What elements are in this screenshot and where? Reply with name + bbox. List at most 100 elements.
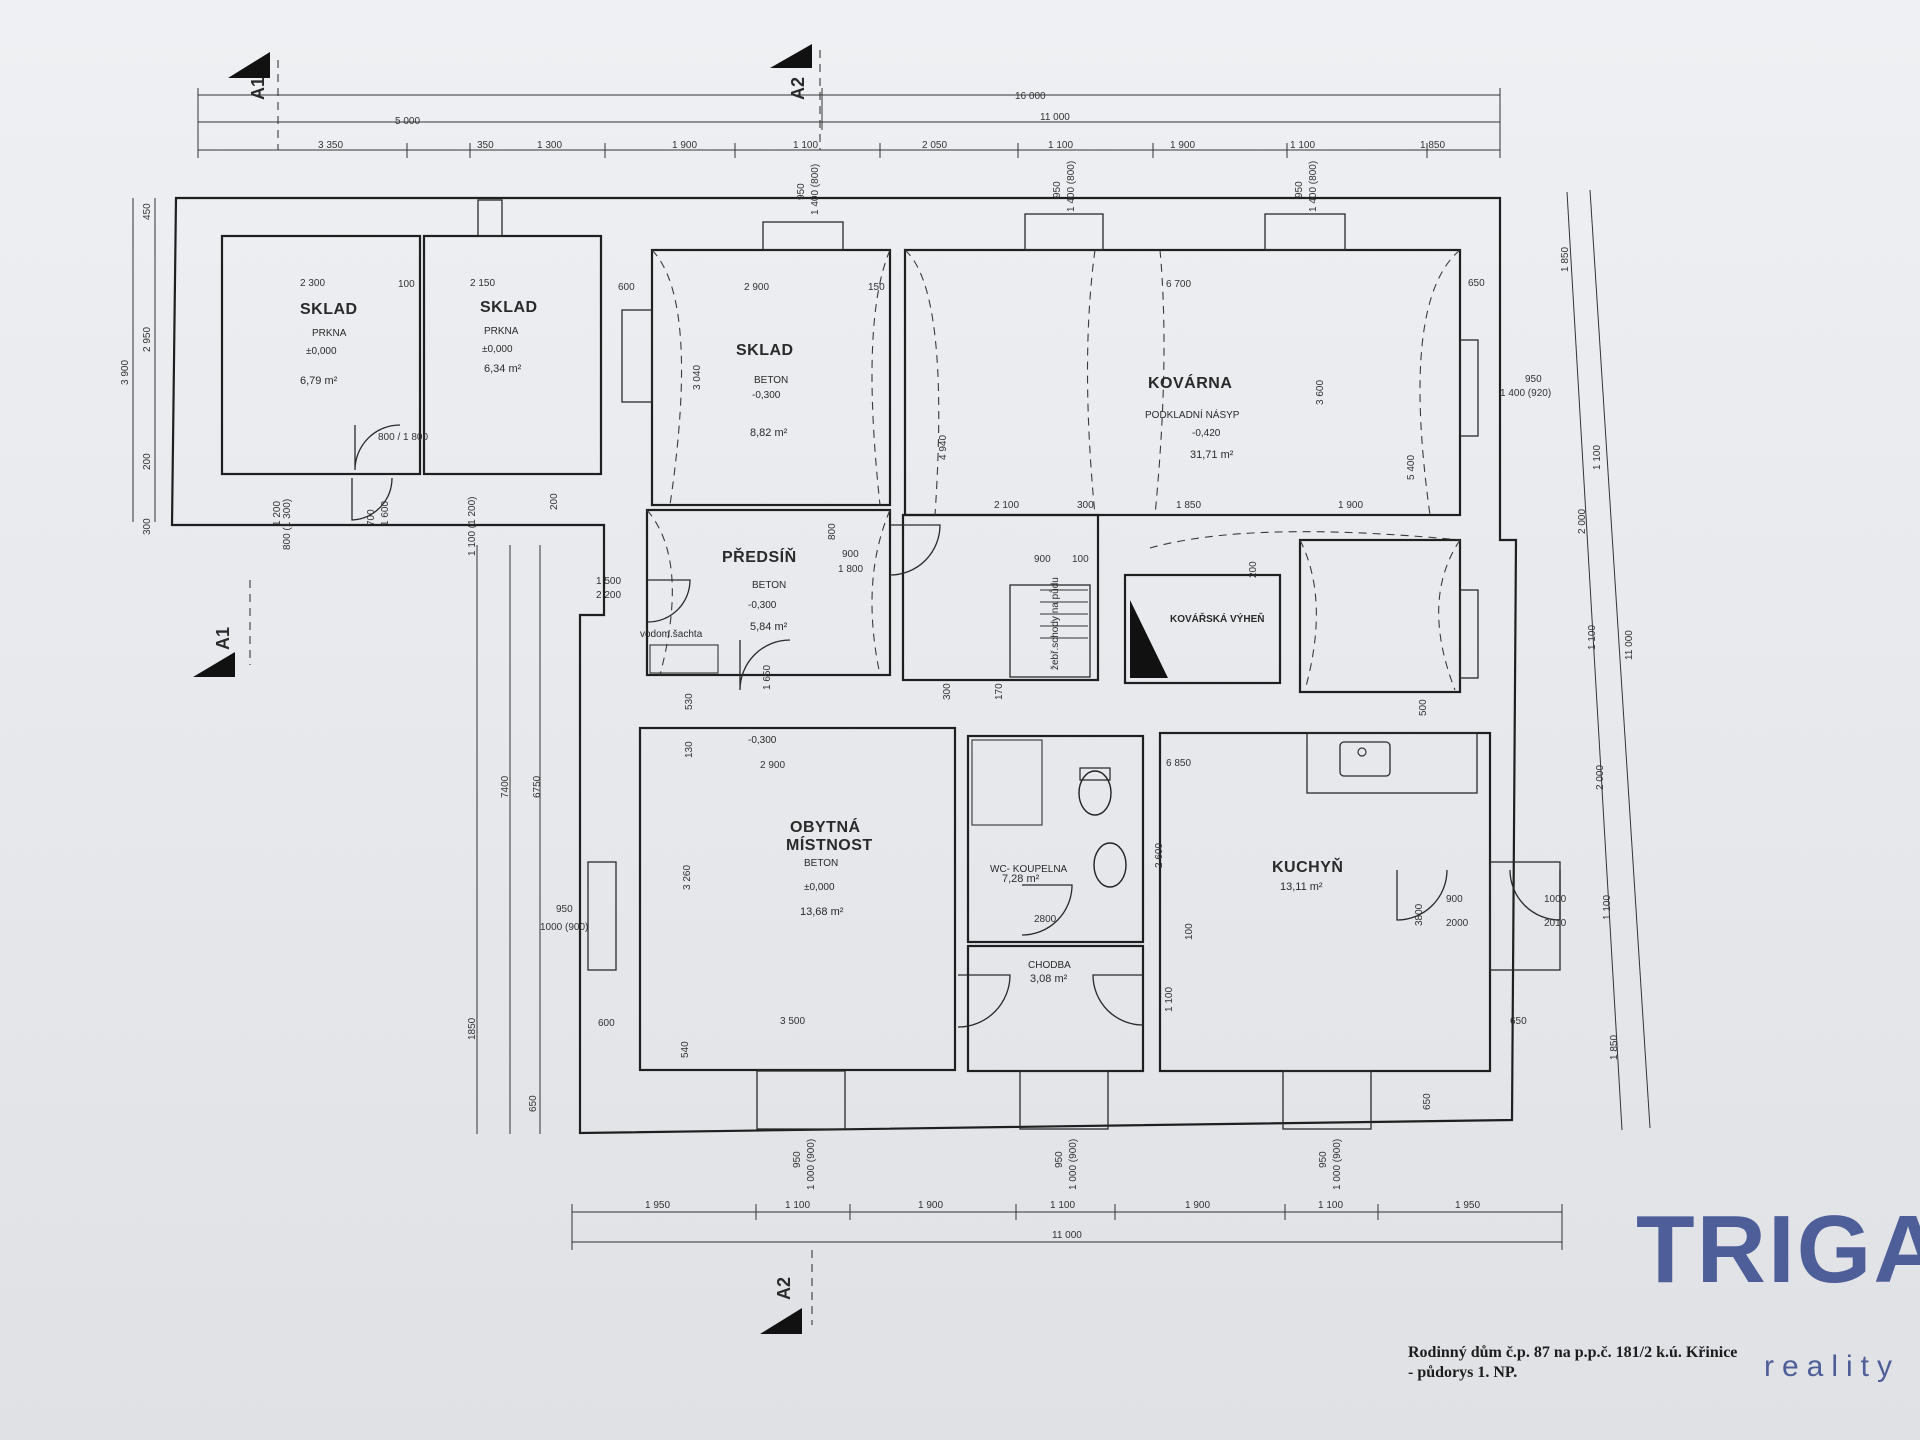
- svg-text:540: 540: [680, 1041, 691, 1058]
- room-sklad-2-level: ±0,000: [482, 344, 513, 355]
- svg-text:950: 950: [792, 1151, 803, 1168]
- dim-left-lower-1: 6750: [532, 775, 543, 798]
- svg-text:6 850: 6 850: [1166, 758, 1191, 769]
- walls: [170, 196, 1561, 1135]
- note-vodom-sachta: vodom.šachta: [640, 629, 703, 640]
- dim-left-chain-0: 450: [142, 203, 153, 220]
- svg-text:2 300: 2 300: [300, 278, 325, 289]
- dim-right-chain-0: 1 850: [1560, 247, 1571, 272]
- toilet-icon: [1078, 770, 1112, 816]
- room-obytna-name-2: MÍSTNOST: [786, 835, 873, 854]
- svg-text:950: 950: [1294, 181, 1305, 198]
- svg-text:1000: 1000: [1544, 894, 1567, 905]
- dim-left-lower-3: 650: [528, 1095, 539, 1112]
- room-sklad-2-area: 6,34 m²: [484, 363, 522, 375]
- room-sklad-3-level: -0,300: [752, 390, 781, 401]
- room-sklad-3-name: SKLAD: [736, 342, 794, 359]
- toilet-tank-icon: [1079, 767, 1111, 781]
- svg-text:1 100 (1 200): 1 100 (1 200): [467, 497, 478, 557]
- dim-left-chain-3: 300: [142, 518, 153, 535]
- right-dimensions: 1 850 1 100 2 000 1 100 2 000 1 100 1 85…: [1560, 189, 1651, 1131]
- triga-reality-logo: TRIGA reality: [1636, 1200, 1920, 1390]
- dim-top-chain-5: 2 050: [922, 140, 947, 151]
- water-shaft-icon: [649, 644, 719, 674]
- dim-top-chain-2: 1 300: [537, 140, 562, 151]
- room-sklad-1-level: ±0,000: [306, 346, 337, 357]
- caption-line-2: - půdorys 1. NP.: [1408, 1364, 1518, 1381]
- svg-text:1 200: 1 200: [272, 501, 283, 526]
- washbasin-icon: [1093, 842, 1127, 888]
- room-predsin-level: -0,300: [748, 600, 777, 611]
- shower-area-icon: [971, 739, 1043, 826]
- room-sklad-2-floor: PRKNA: [484, 326, 519, 337]
- dim-bottom-total: 11 000: [1052, 1230, 1082, 1241]
- svg-text:800 / 1 800: 800 / 1 800: [378, 432, 428, 443]
- svg-text:2 600: 2 600: [1154, 843, 1165, 868]
- room-obytna-name-1: OBYTNÁ: [790, 817, 861, 836]
- left-dimensions: 450 2 950 200 300 3 900 7400 6750 1850 6…: [120, 198, 543, 1134]
- svg-text:3 260: 3 260: [682, 865, 693, 890]
- note-stairs: žebř.schody na půdu: [1049, 577, 1061, 670]
- svg-text:950: 950: [1525, 374, 1542, 385]
- svg-text:1 400 (800): 1 400 (800): [1066, 161, 1077, 212]
- room-predsin-name: PŘEDSÍŇ: [722, 547, 797, 566]
- svg-text:530: 530: [684, 693, 695, 710]
- room-sklad-1-area: 6,79 m²: [300, 375, 338, 387]
- svg-text:2 900: 2 900: [744, 282, 769, 293]
- room-predsin-level-low: -0,300: [748, 735, 777, 746]
- svg-text:3 040: 3 040: [692, 365, 703, 390]
- svg-text:2010: 2010: [1544, 918, 1567, 929]
- vault-lines: [646, 249, 1461, 691]
- drawing-caption: Rodinný dům č.p. 87 na p.p.č. 181/2 k.ú.…: [1408, 1343, 1828, 1383]
- room-chodba-area: 3,08 m²: [1030, 973, 1068, 985]
- svg-text:4 940: 4 940: [938, 435, 949, 460]
- room-kovarna-level: -0,420: [1192, 428, 1221, 439]
- dim-right-chain-2: 2 000: [1577, 509, 1588, 534]
- section-a1-top: A1: [248, 77, 268, 100]
- dim-bottom-chain-1: 1 100: [785, 1200, 810, 1211]
- svg-text:130: 130: [684, 741, 695, 758]
- svg-text:5 400: 5 400: [1406, 455, 1417, 480]
- svg-text:1 400 (800): 1 400 (800): [1308, 161, 1319, 212]
- room-vyhen-name: KOVÁŘSKÁ VÝHEŇ: [1170, 612, 1264, 625]
- svg-text:2800: 2800: [1034, 914, 1057, 925]
- bottom-dimensions: 1 950 1 100 1 900 1 100 1 900 1 100 1 95…: [571, 1200, 1563, 1250]
- dim-right-chain-3: 1 100: [1587, 625, 1598, 650]
- svg-text:800: 800: [827, 523, 838, 540]
- svg-text:1 900: 1 900: [1338, 500, 1363, 511]
- doors: [351, 424, 1561, 1028]
- svg-text:1 000 (900): 1 000 (900): [806, 1139, 817, 1190]
- room-kuchyn-name: KUCHYŇ: [1272, 857, 1343, 876]
- svg-text:650: 650: [1468, 278, 1485, 289]
- svg-text:2000: 2000: [1446, 918, 1469, 929]
- svg-text:1 100: 1 100: [1164, 987, 1175, 1012]
- svg-text:6 700: 6 700: [1166, 279, 1191, 290]
- dim-top-chain-1: 350: [477, 140, 494, 151]
- dim-right-total: 11 000: [1624, 630, 1635, 660]
- inner-dimensions: 2 900 2 900 2 300 2 150 6 700 6 850 150 …: [272, 278, 1567, 1110]
- svg-text:200: 200: [1248, 561, 1259, 578]
- room-sklad-2-name: SKLAD: [480, 299, 538, 316]
- svg-text:300: 300: [1077, 500, 1094, 511]
- room-obytna-floor: BETON: [804, 858, 838, 869]
- svg-text:100: 100: [1072, 554, 1089, 565]
- svg-text:1 500: 1 500: [596, 576, 621, 587]
- dim-top-chain-3: 1 900: [672, 140, 697, 151]
- svg-text:700: 700: [366, 509, 377, 526]
- svg-text:100: 100: [398, 279, 415, 290]
- top-dimensions: 16 000 5 000 11 000 3 350 350 1 300 1 90…: [197, 88, 1501, 158]
- dim-left-total: 3 900: [120, 360, 131, 385]
- dim-bottom-chain-4: 1 900: [1185, 1200, 1210, 1211]
- svg-text:1 650: 1 650: [762, 665, 773, 690]
- room-wc-name: WC- KOUPELNA: [990, 864, 1068, 875]
- dim-top-chain-9: 1 850: [1420, 140, 1445, 151]
- dim-top-chain-6: 1 100: [1048, 140, 1073, 151]
- room-wc-area: 7,28 m²: [1002, 873, 1040, 885]
- dim-right-chain-4: 2 000: [1595, 765, 1606, 790]
- dim-left-chain-1: 2 950: [142, 327, 153, 352]
- svg-text:650: 650: [1510, 1016, 1527, 1027]
- svg-text:950: 950: [796, 183, 807, 200]
- svg-text:1 800: 1 800: [838, 564, 863, 575]
- room-labels: SKLAD PRKNA ±0,000 6,79 m² SKLAD PRKNA ±…: [300, 299, 1343, 985]
- svg-text:900: 900: [1034, 554, 1051, 565]
